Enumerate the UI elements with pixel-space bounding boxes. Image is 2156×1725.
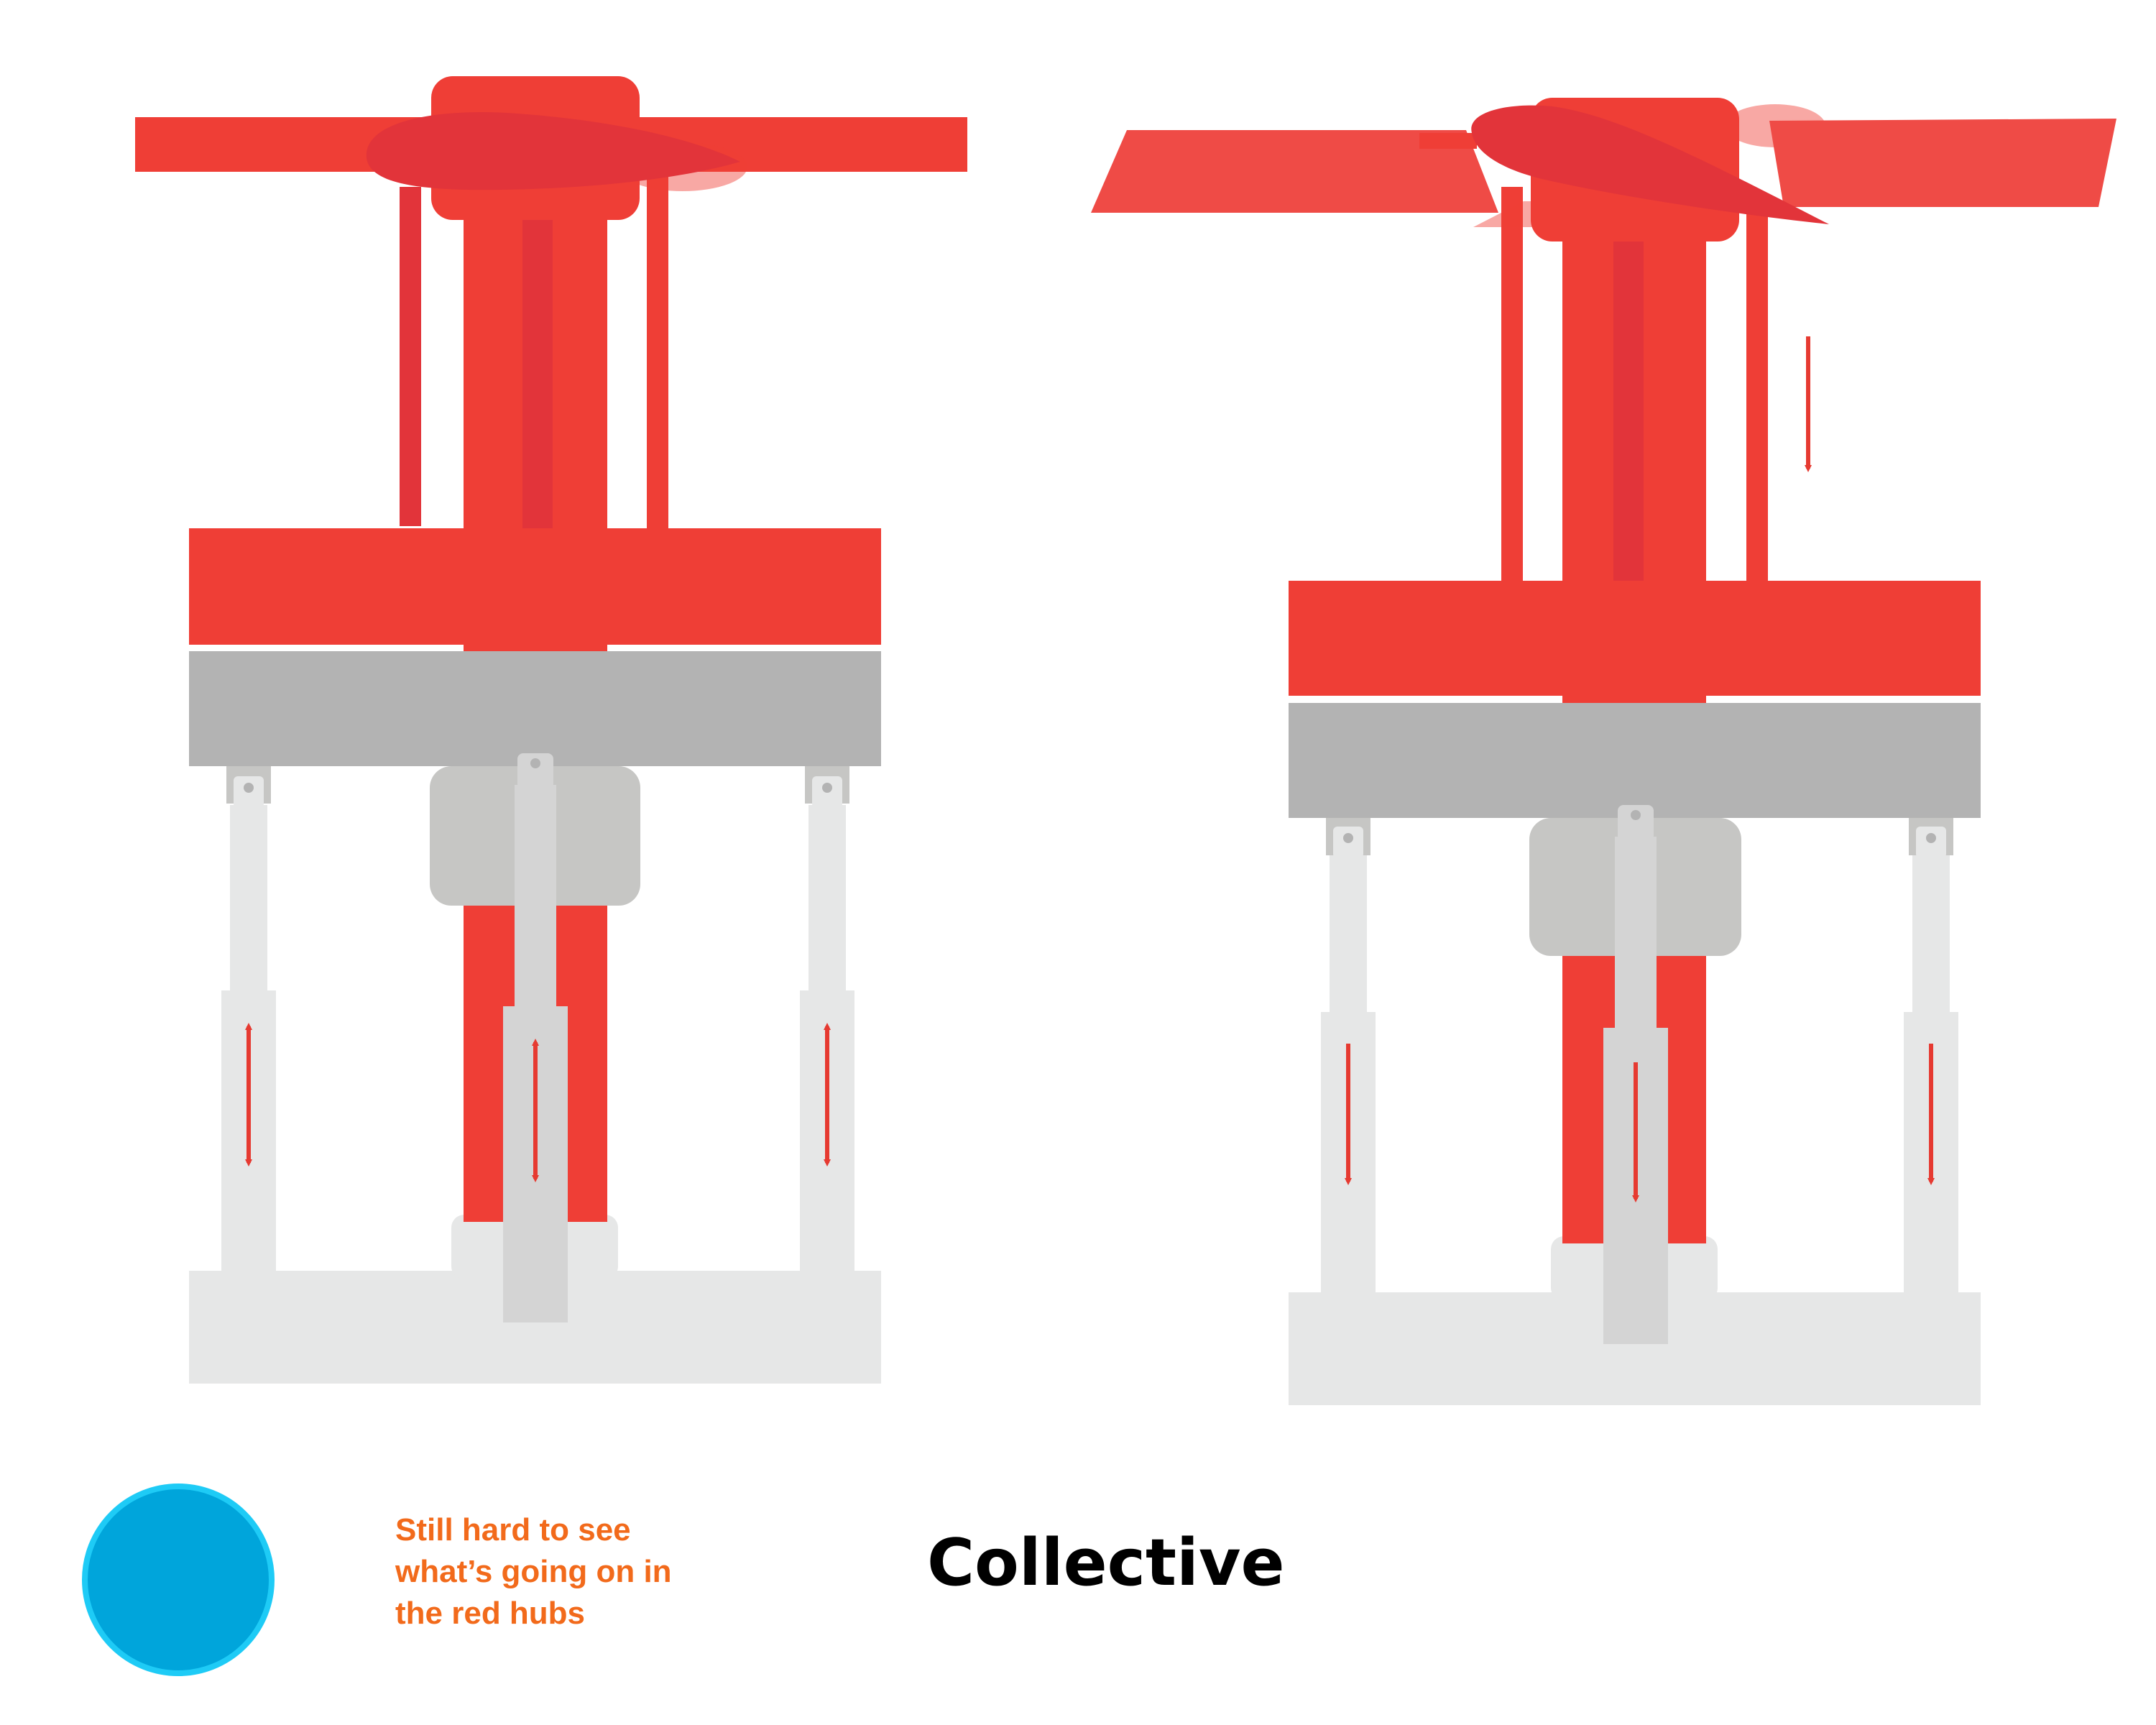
right-actuator-3 bbox=[1904, 818, 1958, 1300]
reviewer-note-line-2: what’s going on in bbox=[395, 1554, 672, 1589]
reviewer-note: Still hard to see what’s going on in the… bbox=[395, 1509, 769, 1634]
diagram-title: Collective bbox=[927, 1525, 1285, 1601]
right-pitch-link-left bbox=[1501, 187, 1523, 581]
left-actuator-3 bbox=[800, 766, 854, 1278]
right-rotor-blade-left bbox=[1091, 130, 1498, 213]
right-pitch-link-right bbox=[1746, 208, 1768, 581]
reviewer-note-line-3: the red hubs bbox=[395, 1596, 586, 1631]
reviewer-note-line-1: Still hard to see bbox=[395, 1512, 631, 1547]
right-blade-root bbox=[1419, 133, 1477, 149]
right-actuator-1 bbox=[1321, 818, 1376, 1300]
left-rotating-swashplate bbox=[189, 528, 881, 645]
right-stationary-swashplate bbox=[1289, 703, 1981, 818]
left-inner-rod bbox=[522, 194, 553, 539]
left-pitch-link-left bbox=[400, 187, 421, 526]
right-actuator-2 bbox=[1603, 805, 1668, 1344]
right-rotor-blade-right bbox=[1769, 119, 2116, 207]
left-actuator-2 bbox=[503, 753, 568, 1322]
blue-marker-circle bbox=[82, 1484, 275, 1676]
left-actuator-1 bbox=[221, 766, 276, 1278]
left-rotor-assembly bbox=[135, 76, 967, 1384]
left-pitch-link-right bbox=[647, 172, 668, 532]
right-airfoil-section bbox=[1471, 105, 1829, 224]
left-stationary-swashplate bbox=[189, 651, 881, 766]
left-airfoil-section bbox=[366, 111, 740, 190]
right-rotor-assembly bbox=[1091, 98, 2116, 1405]
right-rotating-swashplate bbox=[1289, 581, 1981, 696]
right-inner-rod bbox=[1613, 216, 1644, 594]
